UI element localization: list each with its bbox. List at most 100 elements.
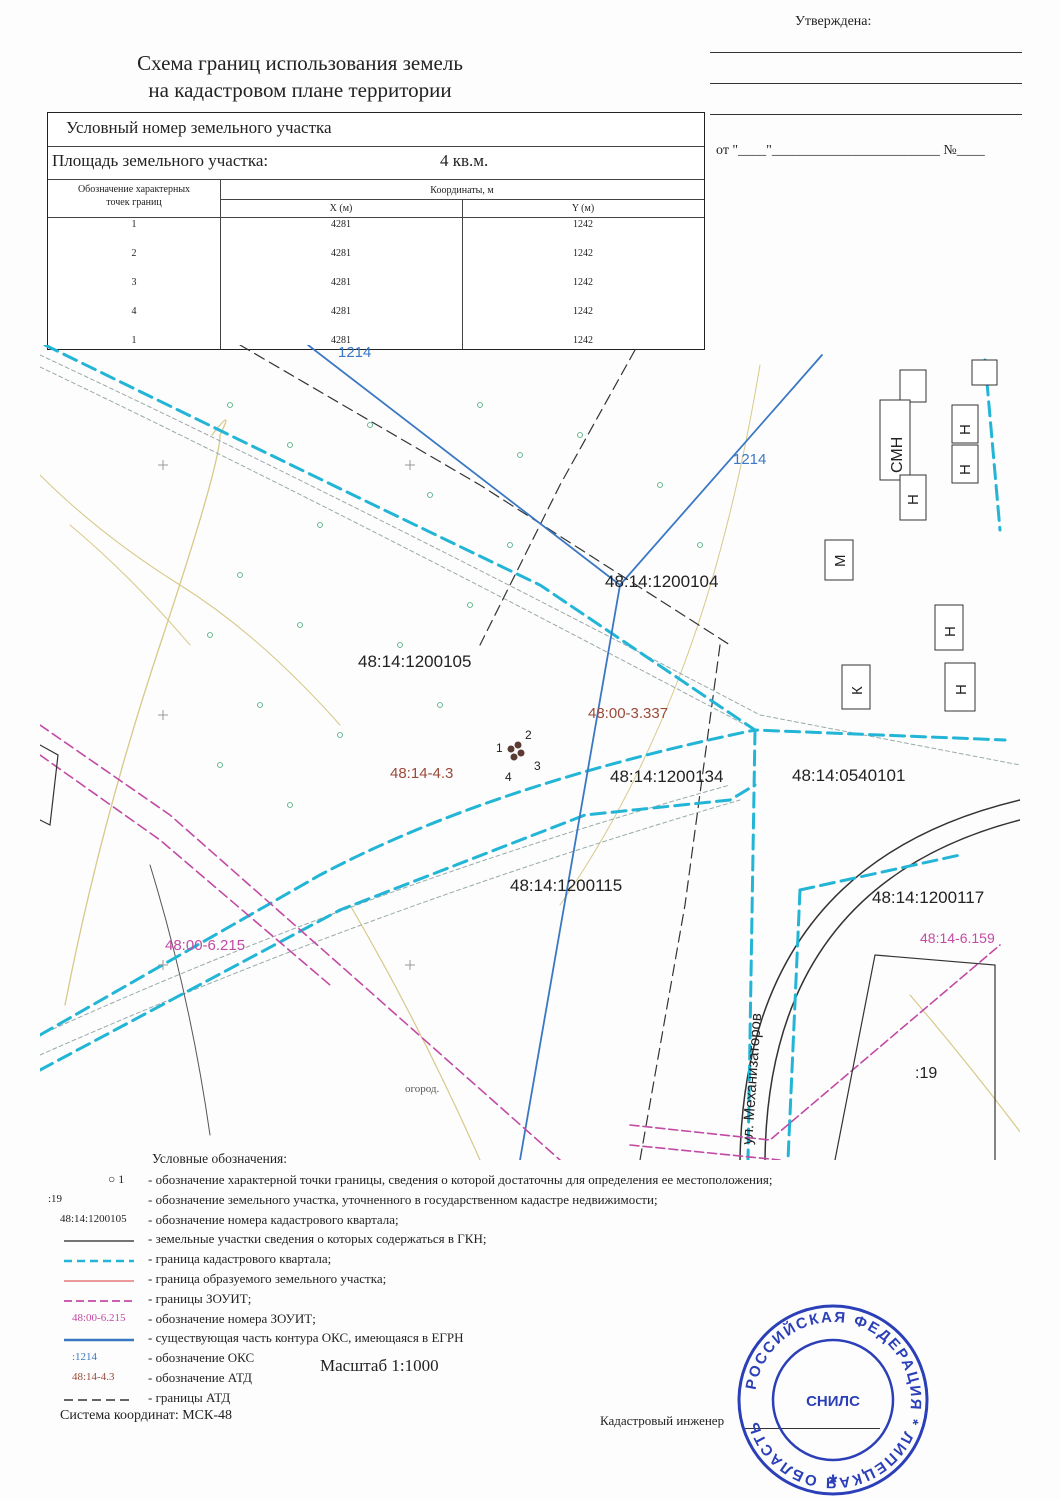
oks-line	[519, 584, 621, 1160]
building	[951, 444, 979, 484]
parcel-point	[510, 753, 518, 761]
legend-text-symbol: 48:00-6.215	[72, 1311, 126, 1324]
lot-area-label: Площадь земельного участка:	[52, 151, 269, 170]
zouit-line	[40, 754, 331, 986]
approval-date-number-row: от "____"________________________ №____	[716, 143, 985, 158]
zouit-line	[629, 944, 1001, 1141]
y-coordinate-cell: 1242	[573, 248, 593, 259]
road-curb	[764, 819, 1020, 1160]
legend-text-symbol: 48:14-4.3	[72, 1371, 115, 1383]
survey-marker	[217, 762, 223, 768]
legend-line-symbol	[64, 1280, 134, 1282]
seal-stamp: РОССИЙСКАЯ ФЕДЕРАЦИЯ * ЛИПЕЦКАЯ ОБЛАСТЬ …	[737, 1304, 929, 1496]
survey-marker	[227, 402, 233, 408]
oks-line	[619, 354, 823, 586]
survey-marker	[477, 402, 483, 408]
point-label: 2	[525, 728, 532, 742]
buildings	[824, 359, 998, 712]
grid-cross	[158, 960, 168, 970]
legend-item-text: - граница кадастрового квартала;	[148, 1251, 332, 1267]
point-column-header: Обозначение характерных точек границ	[52, 183, 216, 209]
y-coordinate-cell: 1242	[573, 335, 593, 346]
oks-label: 1214	[733, 451, 766, 468]
legend-point-number: 1	[118, 1172, 125, 1186]
parcel-label: :19	[915, 1065, 937, 1082]
point-number-cell: 2	[131, 248, 137, 259]
point-label: 1	[496, 741, 503, 755]
legend-line-symbol	[64, 1299, 134, 1302]
approval-line	[710, 52, 1022, 53]
approval-label: Утверждена:	[795, 14, 872, 29]
building	[841, 664, 871, 710]
contour-line	[40, 474, 341, 726]
atd-label: 48:14-4.3	[390, 765, 453, 782]
survey-marker	[507, 542, 513, 548]
y-column-header: Y (м)	[571, 203, 595, 214]
coordinate-system: Система координат: МСК-48	[60, 1408, 233, 1423]
legend-text-symbol: 48:14:1200105	[60, 1212, 127, 1225]
grid-cross	[405, 460, 415, 470]
lot-info-table: Условный номер земельного участка Площад…	[47, 112, 705, 350]
survey-marker	[467, 602, 473, 608]
survey-marker	[287, 802, 293, 808]
legend-item-text: - земельные участки сведения о которых с…	[148, 1231, 487, 1247]
parcel-point	[514, 741, 522, 749]
legend-title: Условные обозначения:	[152, 1151, 288, 1166]
road-edge	[40, 784, 731, 1036]
cadastral-map: 48:14:1200105 48:14:1200104 48:14:120013…	[40, 345, 1020, 1160]
seal-star: *	[829, 1470, 838, 1495]
quarter-label: 48:14:1200117	[872, 888, 984, 907]
building	[951, 404, 979, 444]
lot-number-label: Условный номер земельного участка	[66, 118, 332, 137]
y-coordinate-cell: 1242	[573, 306, 593, 317]
quarter-label: 48:14:0540101	[792, 766, 905, 785]
road-curb	[739, 799, 1020, 1160]
point-label: 3	[534, 759, 541, 773]
legend-line-symbol	[64, 1259, 134, 1263]
contour-line	[559, 364, 761, 906]
legend-item-text: - граница образуемого земельного участка…	[148, 1271, 387, 1286]
parcel-point	[507, 745, 515, 753]
point-number-cell: 1	[131, 219, 137, 230]
quarter-border	[43, 345, 1007, 742]
zouit-line	[629, 1144, 781, 1160]
legend-item-text: - обозначение характерной точки границы,…	[148, 1172, 773, 1187]
building	[944, 662, 976, 712]
quarter-borders	[40, 345, 1007, 1160]
survey-marker	[237, 572, 243, 578]
legend-line-symbol	[64, 1399, 134, 1401]
contour-line	[69, 524, 191, 646]
survey-marker	[297, 622, 303, 628]
survey-marker	[437, 702, 443, 708]
quarter-border	[40, 728, 757, 1037]
legend-line-symbol	[64, 1240, 134, 1243]
building	[971, 359, 998, 386]
x-coordinate-cell: 4281	[331, 306, 351, 317]
garden-label: огород.	[405, 1083, 440, 1095]
building	[824, 539, 854, 581]
road-edge	[40, 354, 1020, 766]
grid-crosses	[158, 460, 415, 970]
contour-line	[64, 419, 227, 1006]
parcel-19-border	[834, 954, 996, 1160]
building-label: Н	[942, 626, 959, 637]
point-header-line1: Обозначение характерных	[77, 184, 191, 195]
path-line	[149, 864, 211, 1136]
x-coordinate-cell: 4281	[331, 248, 351, 259]
seal-inner-ring	[771, 1338, 895, 1462]
quarter-border	[798, 853, 962, 892]
survey-markers	[207, 402, 703, 808]
x-column-header: X (м)	[329, 203, 353, 214]
grid-cross	[158, 460, 168, 470]
survey-marker	[337, 732, 343, 738]
survey-marker	[427, 492, 433, 498]
subject-parcel	[507, 741, 525, 761]
building-label: Н	[957, 424, 974, 435]
point-number-cell: 3	[131, 277, 137, 288]
legend-item-text: - существующая часть контура ОКС, имеюща…	[148, 1330, 464, 1346]
survey-marker	[577, 432, 583, 438]
table-rule	[462, 199, 463, 349]
atd-border	[479, 349, 636, 646]
table-rule	[48, 179, 704, 180]
point-marker-icon: ○	[108, 1172, 119, 1186]
